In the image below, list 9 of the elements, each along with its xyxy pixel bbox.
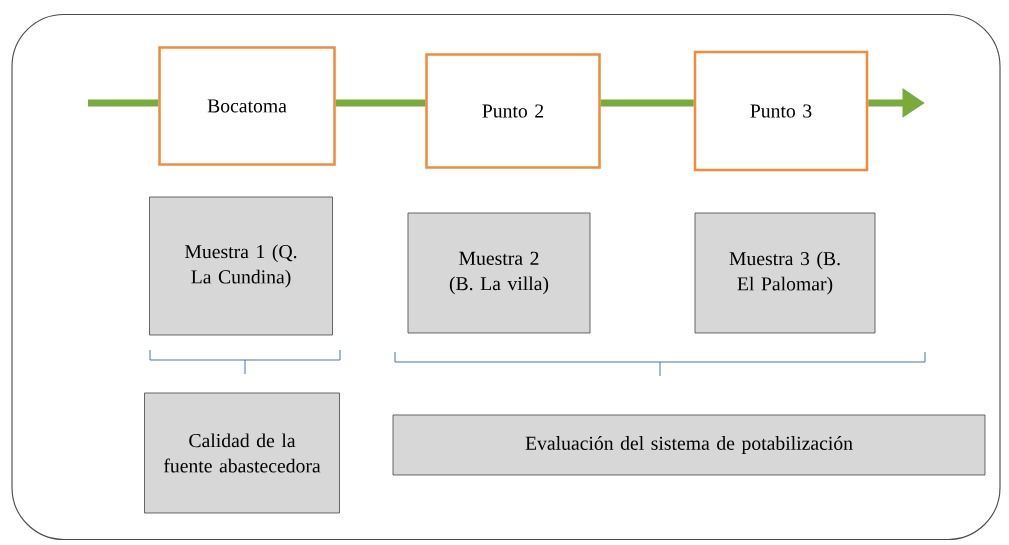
- sample-box: Muestra 1 (Q. La Cundina): [149, 196, 333, 336]
- sample-box: Muestra 2 (B. La villa): [407, 212, 591, 334]
- site-box: Bocatoma: [158, 46, 336, 166]
- site-box: Punto 3: [693, 50, 869, 172]
- sample-box: Muestra 3 (B. El Palomar): [694, 212, 876, 334]
- site-box: Punto 2: [425, 53, 601, 169]
- frame-box: [11, 13, 1001, 541]
- sample-box: Calidad de la fuente abastecedora: [144, 392, 340, 514]
- sample-box: Evaluación del sistema de potabilización: [392, 414, 986, 476]
